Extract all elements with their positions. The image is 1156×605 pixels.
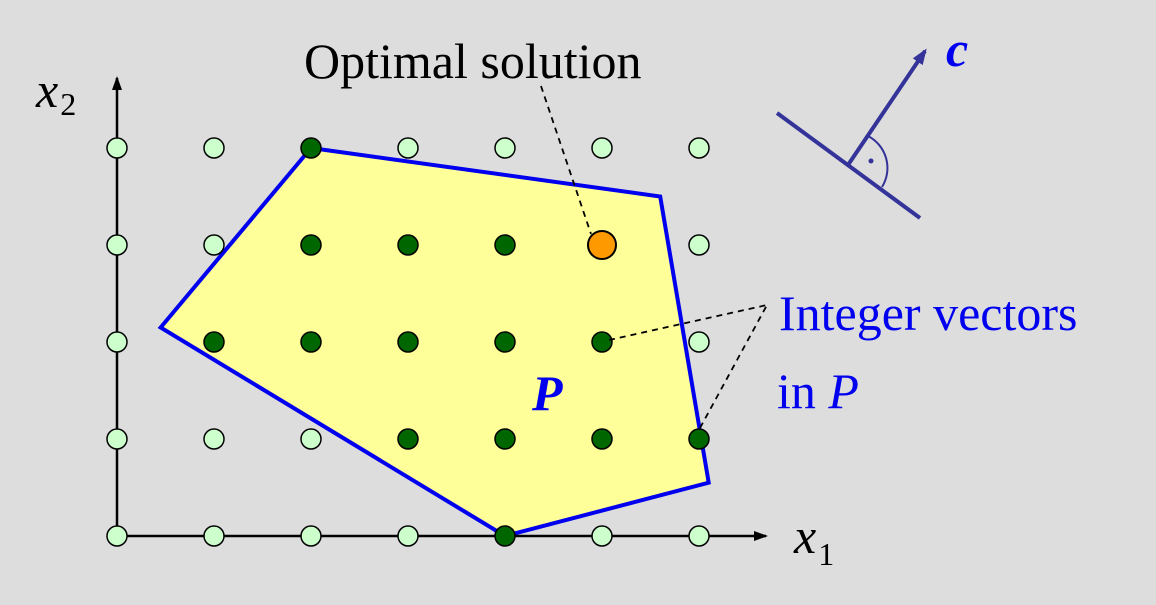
- integer-point-outside-p: [494, 137, 516, 159]
- integer-point-in-p: [300, 137, 322, 159]
- integer-point-outside-p: [203, 428, 225, 450]
- integer-lattice: [106, 137, 710, 547]
- integer-point-in-p: [300, 234, 322, 256]
- x1-axis-label: x1: [793, 508, 834, 572]
- right-angle-mark: [867, 135, 889, 188]
- integer-point-outside-p: [688, 234, 710, 256]
- integer-point-in-p: [397, 428, 419, 450]
- objective-direction-indicator: c: [775, 21, 968, 220]
- right-angle-dot: [868, 158, 874, 164]
- integer-point-outside-p: [203, 525, 225, 547]
- polytope-p: [157, 145, 711, 539]
- integer-point-outside-p: [688, 137, 710, 159]
- integer-point-in-p: [397, 331, 419, 353]
- integer-point-outside-p: [591, 137, 613, 159]
- objective-vector-arrow: [846, 48, 927, 167]
- objective-c-label: c: [946, 21, 968, 77]
- polytope-label: P: [531, 365, 563, 421]
- integer-point-in-p: [494, 331, 516, 353]
- integer-point-in-p: [494, 428, 516, 450]
- integer-point-outside-p: [397, 525, 419, 547]
- integer-point-outside-p: [106, 331, 128, 353]
- optimal-solution-label: Optimal solution: [304, 33, 642, 89]
- integer-point-in-p: [494, 234, 516, 256]
- integer-vectors-label: Integer vectors in P: [777, 285, 1090, 419]
- integer-point-outside-p: [397, 137, 419, 159]
- optimal-leader-line: [540, 85, 592, 235]
- level-set-line: [775, 111, 922, 220]
- integer-point-outside-p: [591, 525, 613, 547]
- integer-point-outside-p: [106, 137, 128, 159]
- optimal-point: [587, 230, 617, 260]
- integer-point-outside-p: [688, 525, 710, 547]
- integer-point-in-p: [397, 234, 419, 256]
- integer-vectors-line-2: in P: [777, 363, 859, 419]
- integer-point-outside-p: [106, 234, 128, 256]
- integer-vectors-line-1: Integer vectors: [779, 285, 1077, 341]
- integer-point-outside-p: [688, 331, 710, 353]
- integer-point-in-p: [591, 428, 613, 450]
- integer-point-outside-p: [300, 525, 322, 547]
- integer-point-outside-p: [300, 428, 322, 450]
- integer-leader-line-2: [699, 304, 768, 429]
- integer-point-outside-p: [203, 234, 225, 256]
- integer-point-outside-p: [106, 525, 128, 547]
- integer-point-in-p: [300, 331, 322, 353]
- integer-point-outside-p: [106, 428, 128, 450]
- integer-point-in-p: [203, 331, 225, 353]
- integer-point-in-p: [591, 331, 613, 353]
- integer-point-in-p: [494, 525, 516, 547]
- integer-point-outside-p: [203, 137, 225, 159]
- integer-point-in-p: [688, 428, 710, 450]
- x2-axis-label: x2: [35, 62, 76, 122]
- integer-leader-line-1: [608, 304, 768, 341]
